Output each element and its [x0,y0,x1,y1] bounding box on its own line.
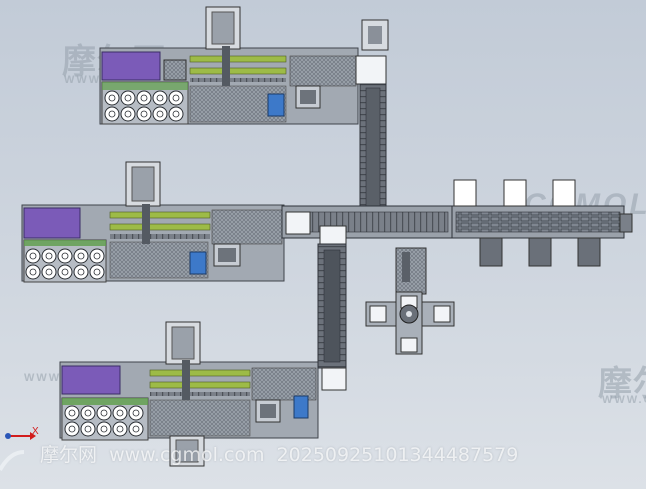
footer-id: 20250925101344487579 [276,444,519,466]
machine-unit-middle [21,161,285,283]
conveyor-main-horizontal [281,179,633,267]
watermark-url-right: WWW.CG [602,394,646,406]
conveyor-vertical-top [355,19,389,221]
watermark-url-left: WWW. [24,372,66,384]
axis-triad [0,432,36,472]
machine-unit-top [99,6,359,125]
footer-url: www.cgmol.com [109,444,265,466]
axis-x-label: X [32,426,39,437]
footer-watermark: 摩尔网 www.cgmol.com 20250925101344487579 [40,440,524,467]
conveyor-vertical-bottom [317,225,347,391]
footer-brand: 摩尔网 [40,444,98,466]
watermark-brand-right: 摩尔 [598,365,646,403]
rotary-station [365,247,455,355]
machine-unit-bottom [59,321,319,467]
